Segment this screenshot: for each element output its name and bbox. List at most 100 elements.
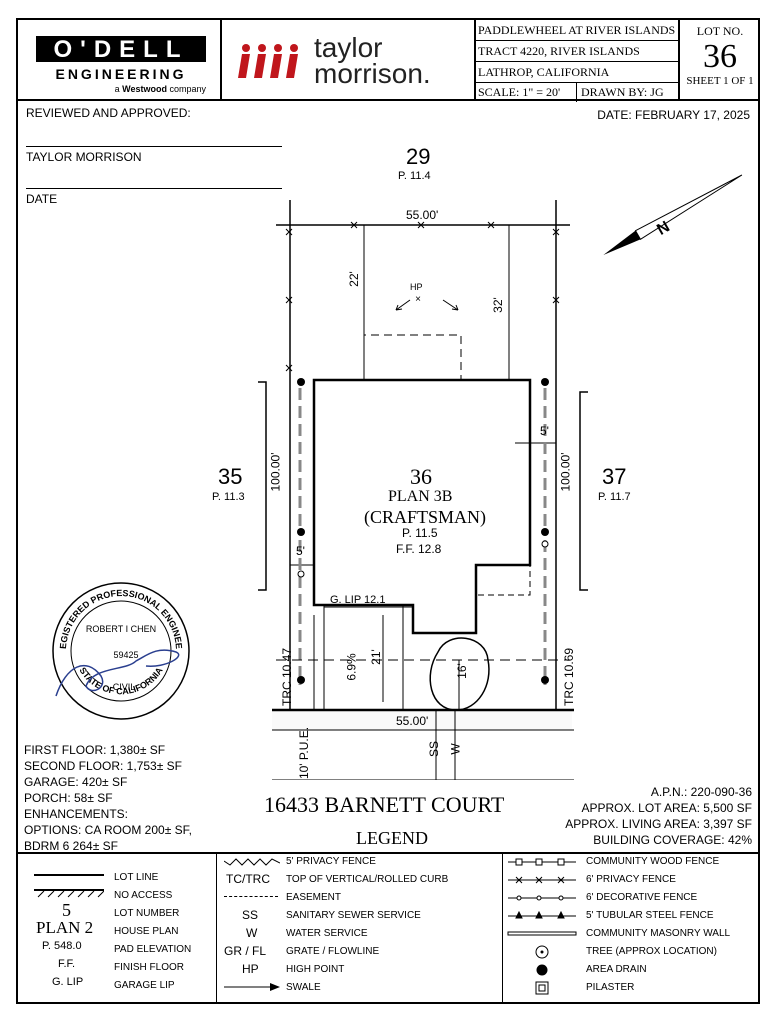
reviewed-approved-label: REVIEWED AND APPROVED:	[26, 106, 191, 120]
legend-col-1: LOT LINE NO ACCESS 5 PLAN 2 P. 548.0 F.F…	[18, 854, 217, 1004]
sheet-number: SHEET 1 OF 1	[686, 75, 754, 87]
lot-no-label: LOT NO.	[696, 24, 744, 38]
sewer-label: SS	[427, 740, 442, 758]
trc-left: TRC 10.47	[280, 647, 295, 707]
property-address: 16433 BARNETT COURT	[264, 792, 505, 817]
legend-sample-plan: PLAN 2	[36, 918, 94, 937]
house-lot-number: 36	[410, 464, 432, 489]
area-options: OPTIONS: CA ROOM 200± SF,	[24, 823, 192, 837]
area-garage: GARAGE: 420± SF	[24, 775, 128, 789]
odell-logo: O'DELL	[36, 36, 206, 63]
legend-grfl-symbol: GR / FL	[224, 944, 267, 958]
legend-tree: TREE (APPROX LOCATION)	[586, 946, 717, 957]
depth-right: 100.00'	[558, 452, 573, 492]
project-scale: SCALE: 1" = 20'	[476, 83, 577, 102]
side-setback-west: 5'	[296, 544, 305, 558]
legend-tc-label: TOP OF VERTICAL/ROLLED CURB	[286, 874, 449, 885]
legend-hp-label: HIGH POINT	[286, 964, 345, 975]
living-area: APPROX. LIVING AREA: 3,397 SF	[565, 817, 752, 831]
legend-lot-number: LOT NUMBER	[114, 908, 180, 919]
legend-w-label: WATER SERVICE	[286, 928, 368, 939]
legend-sample-number: 5	[62, 900, 71, 920]
driveway-setback-21: 21'	[368, 649, 383, 665]
legend-w-symbol: W	[246, 926, 258, 940]
west-lot-pad: P. 11.3	[212, 491, 245, 503]
legend-title: LEGEND	[356, 828, 428, 848]
side-setback-east: 5'	[540, 424, 549, 438]
area-enhancements: ENHANCEMENTS:	[24, 807, 129, 821]
stamp-civil: CIVIL	[113, 682, 136, 692]
legend-swale: SWALE	[286, 982, 321, 993]
privacy-fence-5-icon	[224, 858, 280, 866]
builder-name-line2: morrison.	[314, 58, 431, 89]
building-footprint	[312, 378, 532, 635]
legend-tubular-steel-fence: 5' TUBULAR STEEL FENCE	[586, 910, 714, 921]
hp-x-mark: ×	[415, 294, 421, 305]
sidewalk	[272, 710, 572, 730]
project-city: LATHROP, CALIFORNIA	[476, 62, 678, 83]
depth-left: 100.00'	[268, 452, 283, 492]
odell-logo-block: O'DELL ENGINEERING a Westwood company	[18, 20, 222, 101]
area-drains	[297, 378, 549, 684]
legend-privacy-fence-5: 5' PRIVACY FENCE	[286, 856, 376, 867]
area-second-floor: SECOND FLOOR: 1,753± SF	[24, 759, 182, 773]
rear-setback-32: 32'	[490, 297, 505, 313]
house-plan: PLAN 3B	[388, 488, 453, 505]
legend-area-drain: AREA DRAIN	[586, 964, 647, 975]
apn-block: A.P.N.: 220-090-36 APPROX. LOT AREA: 5,5…	[565, 784, 752, 848]
east-lot-pad: P. 11.7	[598, 491, 631, 503]
top-dimension: 55.00'	[406, 208, 439, 222]
apn-number: A.P.N.: 220-090-36	[650, 785, 752, 799]
dim-bracket-east	[579, 391, 588, 591]
hp-label: HP	[410, 282, 423, 292]
legend-table: LOT LINE NO ACCESS 5 PLAN 2 P. 548.0 F.F…	[18, 852, 758, 1004]
project-info-block: PADDLEWHEEL AT RIVER ISLANDS TRACT 4220,…	[476, 20, 680, 102]
svg-text:REGISTERED PROFESSIONAL ENGINE: REGISTERED PROFESSIONAL ENGINEER	[46, 576, 184, 649]
legend-sample-ff: F.F.	[58, 958, 76, 970]
fence-marks	[285, 221, 560, 372]
legend-sample-glip: G. LIP	[52, 976, 84, 988]
signature-line-date	[26, 188, 282, 189]
lot-area: APPROX. LOT AREA: 5,500 SF	[581, 801, 752, 815]
area-first-floor: FIRST FLOOR: 1,380± SF	[24, 743, 166, 757]
driveway-slope: 6.9%	[344, 653, 359, 681]
lot-number-block: LOT NO. 36 SHEET 1 OF 1	[680, 20, 760, 101]
trc-right: TRC 10.69	[562, 647, 577, 707]
north-lot-pad: P. 11.4	[398, 170, 431, 182]
house-pad: P. 11.5	[402, 526, 438, 540]
building-coverage: BUILDING COVERAGE: 42%	[593, 833, 752, 847]
legend-privacy-fence-6: 6' PRIVACY FENCE	[586, 874, 676, 885]
swale-arrow-icon	[224, 983, 280, 991]
odell-westwood-text: a Westwood company	[114, 84, 206, 94]
north-lot-number: 29	[406, 144, 431, 169]
legend-ss-label: SANITARY SEWER SERVICE	[286, 910, 421, 921]
area-porch: PORCH: 58± SF	[24, 791, 113, 805]
tree-outline	[429, 637, 490, 711]
legend-grfl-label: GRATE / FLOWLINE	[286, 946, 380, 957]
water-label: W	[448, 743, 463, 755]
rear-setback-22: 22'	[346, 271, 361, 287]
legend-hp-symbol: HP	[242, 962, 259, 976]
west-lot-number: 35	[218, 464, 243, 489]
house-ff: F.F. 12.8	[396, 542, 442, 556]
legend-lot-line: LOT LINE	[114, 872, 159, 883]
area-summary: FIRST FLOOR: 1,380± SF SECOND FLOOR: 1,7…	[24, 742, 192, 854]
approval-date-label: DATE	[26, 192, 58, 206]
scale-row: SCALE: 1" = 20' DRAWN BY: JG	[476, 83, 678, 102]
house-style: (CRAFTSMAN)	[364, 507, 487, 527]
plot-plan-sheet: O'DELL ENGINEERING a Westwood company ta…	[16, 18, 760, 1004]
odell-logo-text: O'DELL	[53, 36, 189, 63]
no-access-icon	[34, 889, 104, 898]
legend-decorative-fence: 6' DECORATIVE FENCE	[586, 892, 698, 903]
pue-label: 10' P.U.E.	[297, 726, 312, 780]
builder-figures-icon	[238, 44, 298, 78]
area-bedroom: BDRM 6 264± SF	[24, 839, 118, 853]
project-name: PADDLEWHEEL AT RIVER ISLANDS	[476, 20, 678, 41]
legend-no-access: NO ACCESS	[114, 890, 173, 901]
legend-col-2: 5' PRIVACY FENCE TC/TRC TOP OF VERTICAL/…	[216, 854, 503, 1004]
bottom-dimension: 55.00'	[396, 714, 429, 728]
legend-sample-pad: P. 548.0	[42, 940, 82, 952]
easement-line-icon	[224, 896, 278, 897]
stamp-top-text: REGISTERED PROFESSIONAL ENGINEER	[46, 576, 184, 649]
east-lot-number: 37	[602, 464, 627, 489]
